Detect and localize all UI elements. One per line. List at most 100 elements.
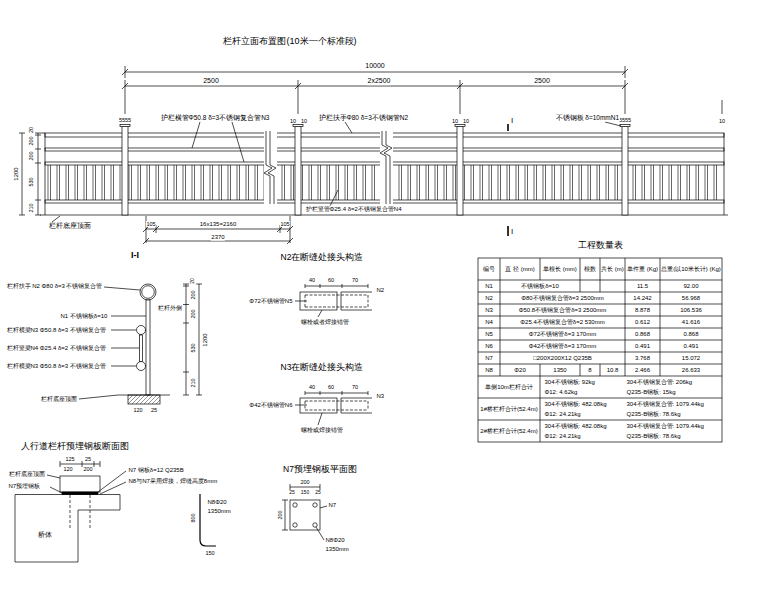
annotation-label: 2#桥栏杆合计(52.4m) xyxy=(480,428,539,435)
annotation-label: 304不锈钢复合管: 1079.44kg xyxy=(626,401,704,408)
annotation-label: 20 xyxy=(28,126,34,133)
annotation-label: I xyxy=(510,117,513,126)
annotation-label: 1200 xyxy=(13,167,20,181)
annotation-label: Φ12: 4.62kg xyxy=(544,389,578,396)
annotation-label: 工程数量表 xyxy=(577,241,623,251)
embedded-plate-section-part xyxy=(70,495,90,528)
annotation-label: 150 xyxy=(205,550,215,556)
annotation-label: 共长 (m) xyxy=(601,266,625,273)
annotation-label: 8 xyxy=(588,367,592,374)
annotation-label: 210 xyxy=(28,203,34,213)
annotation-label: 304不锈钢复合管: 1079.44kg xyxy=(626,423,704,430)
annotation-label: Φ12: 24.21kg xyxy=(544,433,581,440)
elevation-view-part xyxy=(463,165,622,200)
annotation-label: 直 径 (mm) xyxy=(501,266,540,273)
annotation-label: 10.8 xyxy=(606,367,619,374)
annotation-label: Φ42不锈钢管N6 xyxy=(249,402,293,409)
annotation-label: 92.00 xyxy=(683,283,699,290)
section-view-part xyxy=(137,362,146,371)
annotation-label: Φ25.4不锈钢复合管δ=2 530mm xyxy=(501,319,625,326)
annotation-label: Q235-B钢板: 15kg xyxy=(626,389,676,396)
elevation-view-part xyxy=(192,122,621,206)
elevation-view-part xyxy=(457,126,463,215)
annotation-label: 105 xyxy=(146,221,156,227)
annotation-label: N3 xyxy=(485,307,494,314)
annotation-label: 304不锈钢板: 92kg xyxy=(544,379,595,386)
annotation-label: 护栏扶手Φ80 δ=3不锈钢管N2 xyxy=(318,114,409,121)
annotation-label: 0.612 xyxy=(634,319,650,326)
annotation-label: N2 xyxy=(485,295,494,302)
annotation-label: 5555 xyxy=(618,117,631,123)
joint-detail-part xyxy=(295,405,322,425)
elevation-view-part xyxy=(380,131,393,204)
elevation-view-part xyxy=(455,125,465,127)
annotation-label: N1 不锈钢板δ=10 xyxy=(60,313,108,320)
annotation-label: 2.466 xyxy=(634,367,650,374)
elevation-view-part xyxy=(295,126,301,215)
annotation-label: Φ20 xyxy=(514,367,526,374)
annotation-label: 150 xyxy=(300,490,309,496)
embedded-plate-plan-part xyxy=(313,523,317,527)
annotation-label: 14.242 xyxy=(633,295,652,302)
annotation-label: 40 xyxy=(308,384,315,390)
annotation-label: Q235-B钢板: 78.6kg xyxy=(626,433,681,440)
annotation-label: 304不锈钢板: 482.08kg xyxy=(544,401,607,408)
annotation-label: 0.868 xyxy=(634,331,650,338)
annotation-label: 1350mm xyxy=(207,508,231,515)
annotation-label: 105 xyxy=(280,221,290,227)
embedded-plate-section xyxy=(15,461,216,562)
quantity-table-grid-part xyxy=(478,280,722,420)
elevation-view xyxy=(19,66,728,244)
annotation-label: Φ72不锈钢管N5 xyxy=(249,298,293,305)
embedded-plate-plan-part xyxy=(293,503,297,507)
section-view-part xyxy=(128,395,160,404)
annotation-label: 螺栓或者焊接锚管 xyxy=(300,319,349,326)
annotation-label: 0.868 xyxy=(683,331,699,338)
annotation-label: 40 xyxy=(308,277,315,283)
annotation-label: 2500 xyxy=(534,77,551,85)
annotation-label: 60 xyxy=(327,384,334,390)
annotation-label: 200 xyxy=(28,151,34,161)
elevation-view-part xyxy=(620,125,630,127)
annotation-label: 11.5 xyxy=(636,283,648,290)
annotation-label: 530 xyxy=(190,343,196,353)
annotation-label: 15.072 xyxy=(681,355,700,362)
annotation-label: N7预埋钢板平面图 xyxy=(283,465,358,474)
annotation-label: Φ42不锈钢管δ=3 170mm xyxy=(501,343,625,350)
annotation-label: 编号 xyxy=(479,266,500,273)
embedded-plate-plan-part xyxy=(316,506,327,540)
elevation-view-part xyxy=(264,131,276,204)
annotation-label: 不锈钢板δ=10 xyxy=(501,283,580,290)
annotation-label: 护栏横管Φ50.8 δ=3不锈钢复合管N3 xyxy=(160,114,270,121)
annotation-label: 10 xyxy=(718,118,725,124)
annotation-label: 530 xyxy=(28,177,34,187)
annotation-label: 200 xyxy=(300,479,310,485)
quantity-table-grid-part xyxy=(478,258,722,442)
annotation-label: 120 xyxy=(133,407,143,413)
annotation-label: 0.491 xyxy=(634,343,650,350)
annotation-label: 26.633 xyxy=(681,367,700,374)
annotation-label: 栏杆横梁N3 Φ50.8 δ=3 不锈钢复合管 xyxy=(6,363,106,370)
joint-detail xyxy=(295,284,372,425)
annotation-label: 2500 xyxy=(203,77,220,85)
joint-detail-part xyxy=(305,391,368,395)
annotation-label: Φ50.8不锈钢复合管δ=3 2500mm xyxy=(501,307,625,314)
joint-detail-part xyxy=(305,401,368,410)
annotation-label: N4 xyxy=(485,319,494,326)
annotation-label: 125 xyxy=(65,456,75,462)
elevation-view-part xyxy=(301,165,457,200)
annotation-label: N8与N7采用焊接，焊缝高度8mm xyxy=(128,478,218,485)
annotation-label: 16x135=2160 xyxy=(199,221,237,228)
embedded-plate-plan xyxy=(282,484,327,540)
annotation-label: 5555 xyxy=(118,117,131,123)
joint-detail-part xyxy=(300,398,337,413)
annotation-label: 0.491 xyxy=(683,343,699,350)
annotation-label: 栏杆底座顶面 xyxy=(48,222,91,229)
annotation-label: 栏杆竖梁N4 Φ25.4 δ=2 不锈钢复合管 xyxy=(6,345,106,352)
quantity-table-grid xyxy=(478,258,722,442)
annotation-label: 60 xyxy=(327,277,334,283)
embedded-plate-section-part xyxy=(62,492,98,495)
elevation-view-part xyxy=(52,216,60,222)
elevation-view-part xyxy=(507,124,509,236)
annotation-label: Φ80不锈钢复合管δ=3 2500mm xyxy=(501,295,625,302)
